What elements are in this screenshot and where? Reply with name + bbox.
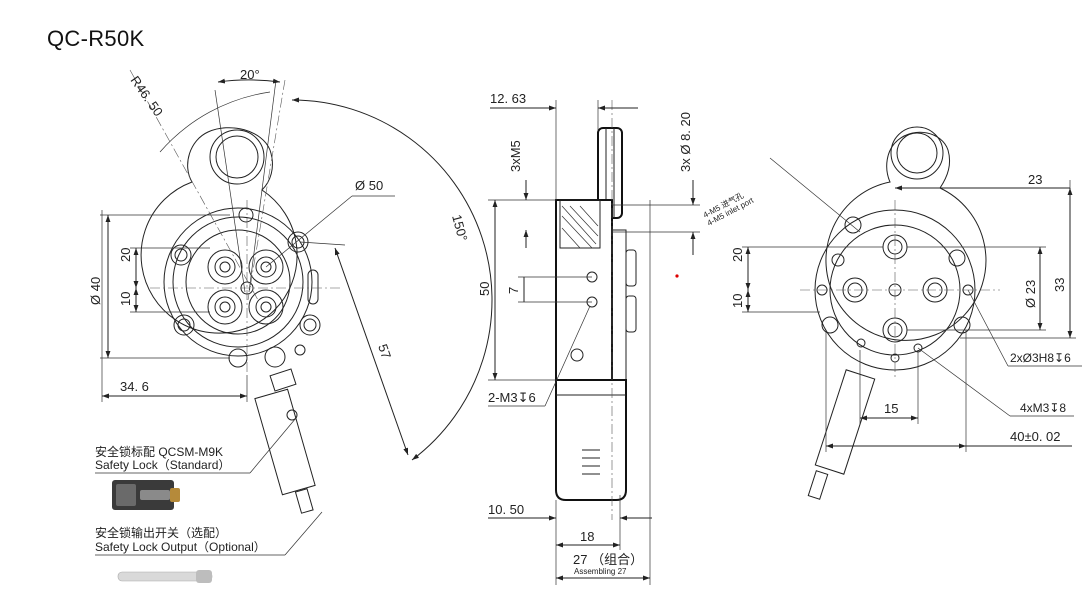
side-thread-2-m3: 2-M3↧6 <box>488 390 536 405</box>
side-view: 12. 63 3xM5 3x Ø 8. 20 50 7 2-M3↧6 10. 5… <box>477 91 700 585</box>
lock-label-en: Safety Lock（Standard） <box>95 458 230 472</box>
safety-lock-image <box>112 480 180 510</box>
side-dim-50: 50 <box>477 282 492 296</box>
back-view: 4-M5 进气孔 4-M5 inlet port 23 20 10 Ø 23 3… <box>701 126 1082 500</box>
side-dim-27: 27 （组合） <box>573 552 643 567</box>
side-dim-10-50: 10. 50 <box>488 502 524 517</box>
back-dim-23: 23 <box>1028 172 1042 187</box>
back-thread-4x: 4xM3↧8 <box>1020 401 1066 415</box>
front-diameter-50: Ø 50 <box>355 178 383 193</box>
front-dim-20: 20 <box>118 248 133 262</box>
lock-label-cn: 安全锁标配 QCSM-M9K <box>95 444 223 459</box>
output-label-en: Safety Lock Output（Optional） <box>95 540 266 554</box>
side-dim-12-63: 12. 63 <box>490 91 526 106</box>
front-angle-150: 150° <box>449 213 470 243</box>
side-hole-3x8-20: 3x Ø 8. 20 <box>678 112 693 172</box>
back-diameter-23: Ø 23 <box>1023 280 1038 308</box>
page-title: QC-R50K <box>47 26 145 51</box>
back-dim-15: 15 <box>884 401 898 416</box>
side-dim-18: 18 <box>580 529 594 544</box>
front-radius-label: R46. 50 <box>128 73 166 119</box>
front-dim-10: 10 <box>118 292 133 306</box>
back-dim-20: 20 <box>730 248 745 262</box>
back-dim-33: 33 <box>1052 278 1067 292</box>
back-dim-40: 40±0. 02 <box>1010 429 1061 444</box>
back-hole-2x: 2xØ3H8↧6 <box>1010 351 1071 365</box>
side-dim-7: 7 <box>506 287 521 294</box>
front-dim-57: 57 <box>375 342 394 361</box>
back-dim-10: 10 <box>730 294 745 308</box>
sensor-cable-image <box>117 570 213 583</box>
front-diameter-40: Ø 40 <box>88 277 103 305</box>
red-dot-marker <box>675 274 679 278</box>
front-angle-20: 20° <box>240 67 260 82</box>
side-thread-3xm5: 3xM5 <box>508 140 523 172</box>
legend: 安全锁标配 QCSM-M9K Safety Lock（Standard） 安全锁… <box>95 417 323 583</box>
output-label-cn: 安全锁输出开关（选配） <box>95 525 227 540</box>
side-assembling: Assembling 27 <box>574 567 627 576</box>
front-dim-34-6: 34. 6 <box>120 379 149 394</box>
